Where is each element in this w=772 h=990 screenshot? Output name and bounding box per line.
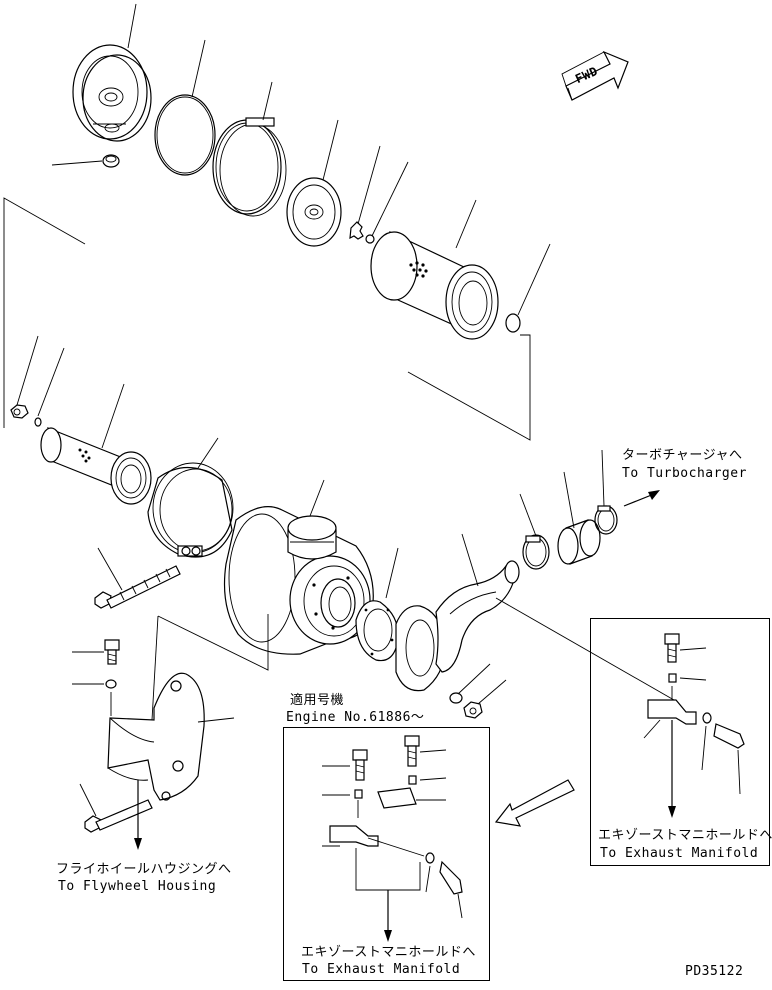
leader-line <box>461 533 479 587</box>
washer-elbow <box>449 692 463 704</box>
outlet-cap <box>287 515 337 560</box>
wing-nut <box>349 221 364 240</box>
leader-line <box>477 679 507 705</box>
leader-line <box>322 119 339 181</box>
inset-box-right <box>590 618 770 866</box>
inset-right-parts <box>643 633 745 818</box>
bracket-bolt-bottom <box>84 799 153 833</box>
intake-elbow <box>395 560 520 692</box>
assembly-outline <box>157 614 269 671</box>
washer-upper <box>365 234 375 244</box>
dimple-pattern <box>409 261 428 278</box>
leader-line <box>385 547 399 599</box>
clamp-band-lower <box>147 462 234 558</box>
to-flywheel-en: To Flywheel Housing <box>58 879 217 894</box>
leader-line <box>197 437 219 469</box>
to-turbocharger-en: To Turbocharger <box>622 466 747 481</box>
leader-line <box>37 347 65 417</box>
leader-line <box>601 449 605 507</box>
applicable-engine-jp: 適用号機 <box>290 693 345 708</box>
hose-clamp-1 <box>522 534 550 570</box>
dust-valve-part <box>102 154 120 168</box>
gasket <box>355 600 399 662</box>
arrow-to-turbocharger <box>623 490 660 507</box>
leader-line <box>191 39 206 98</box>
leader-line <box>197 717 235 723</box>
safety-filter-element <box>40 427 152 505</box>
leader-line <box>357 145 381 225</box>
leader-line <box>455 199 477 249</box>
leader-line <box>519 493 537 537</box>
filter-cap <box>286 177 342 247</box>
leader-line <box>16 335 39 406</box>
band-bolt <box>94 565 181 609</box>
o-ring-upper <box>505 313 521 333</box>
clamp-band-upper <box>212 117 287 217</box>
leader-line <box>101 383 125 449</box>
leader-line <box>79 783 97 817</box>
nut-left <box>10 404 29 419</box>
to-exhaust-jp-right: エキゾーストマニホールドへ <box>598 828 772 843</box>
leader-line <box>51 160 103 166</box>
seal-ring <box>154 94 216 176</box>
reference-arrow <box>494 779 575 827</box>
inset-box-center <box>283 727 490 981</box>
to-turbocharger-jp: ターボチャージャへ <box>622 448 743 463</box>
leader-line <box>563 471 575 529</box>
air-cleaner-body <box>223 506 374 655</box>
assembly-outline <box>3 197 86 428</box>
bracket-washer <box>105 679 117 689</box>
washer-left <box>34 417 42 427</box>
dimple-pattern <box>78 448 91 463</box>
leader-line <box>371 161 409 237</box>
leader-line <box>517 243 551 316</box>
to-exhaust-en-center: To Exhaust Manifold <box>302 962 461 977</box>
mounting-bracket <box>107 672 205 801</box>
applicable-engine-en: Engine No.61886～ <box>286 710 425 725</box>
assembly-outline <box>495 597 675 701</box>
to-exhaust-jp-center: エキゾーストマニホールドへ <box>301 945 476 960</box>
nut-elbow <box>463 701 483 719</box>
drawing-number: PD35122 <box>685 964 744 979</box>
guide-line <box>151 615 159 721</box>
leader-line <box>309 479 325 517</box>
air-cleaner-cover <box>72 44 152 142</box>
assembly-outline <box>407 334 531 441</box>
leader-line <box>97 547 123 591</box>
fwd-arrow-icon <box>561 50 629 101</box>
to-flywheel-jp: フライホイールハウジングへ <box>56 862 232 877</box>
primary-filter-element <box>370 230 499 340</box>
bracket-bolt-top <box>104 639 120 665</box>
to-exhaust-en-right: To Exhaust Manifold <box>600 846 759 861</box>
leader-line <box>262 81 273 121</box>
leader-line <box>457 663 491 695</box>
arrow-to-flywheel <box>134 780 142 850</box>
intake-hose <box>557 519 601 565</box>
inset-center-parts <box>322 735 463 942</box>
leader-line <box>127 3 137 49</box>
hose-clamp-2 <box>594 505 618 535</box>
